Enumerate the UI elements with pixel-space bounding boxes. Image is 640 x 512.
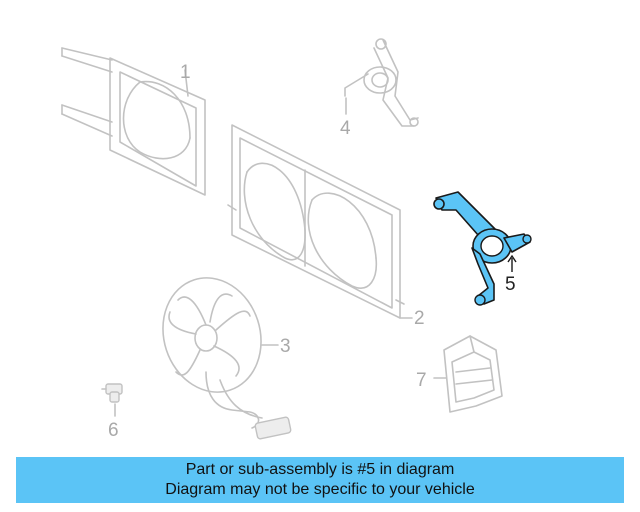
callout-3: 3 xyxy=(280,336,291,357)
part-2-radiator-frame[interactable] xyxy=(227,124,413,319)
info-banner: Part or sub-assembly is #5 in diagram Di… xyxy=(16,457,624,503)
banner-line-1: Part or sub-assembly is #5 in diagram xyxy=(185,461,455,478)
part-1-fan-shroud[interactable] xyxy=(61,47,206,196)
part-3-cooling-fan[interactable] xyxy=(148,265,292,440)
parts-diagram: 1 2 3 4 5 6 7 xyxy=(61,38,532,441)
banner-line-2: Diagram may not be specific to your vehi… xyxy=(165,481,475,498)
part-6-sensor[interactable] xyxy=(101,383,123,417)
part-7-air-duct[interactable] xyxy=(433,335,503,413)
callout-1: 1 xyxy=(180,62,191,83)
callout-4: 4 xyxy=(340,118,351,139)
callout-5: 5 xyxy=(505,274,516,295)
callout-7: 7 xyxy=(416,370,427,391)
callout-6: 6 xyxy=(108,420,119,441)
callout-2: 2 xyxy=(414,308,425,329)
part-4-bracket[interactable] xyxy=(344,38,419,127)
part-5-bracket-highlighted[interactable] xyxy=(433,191,532,306)
